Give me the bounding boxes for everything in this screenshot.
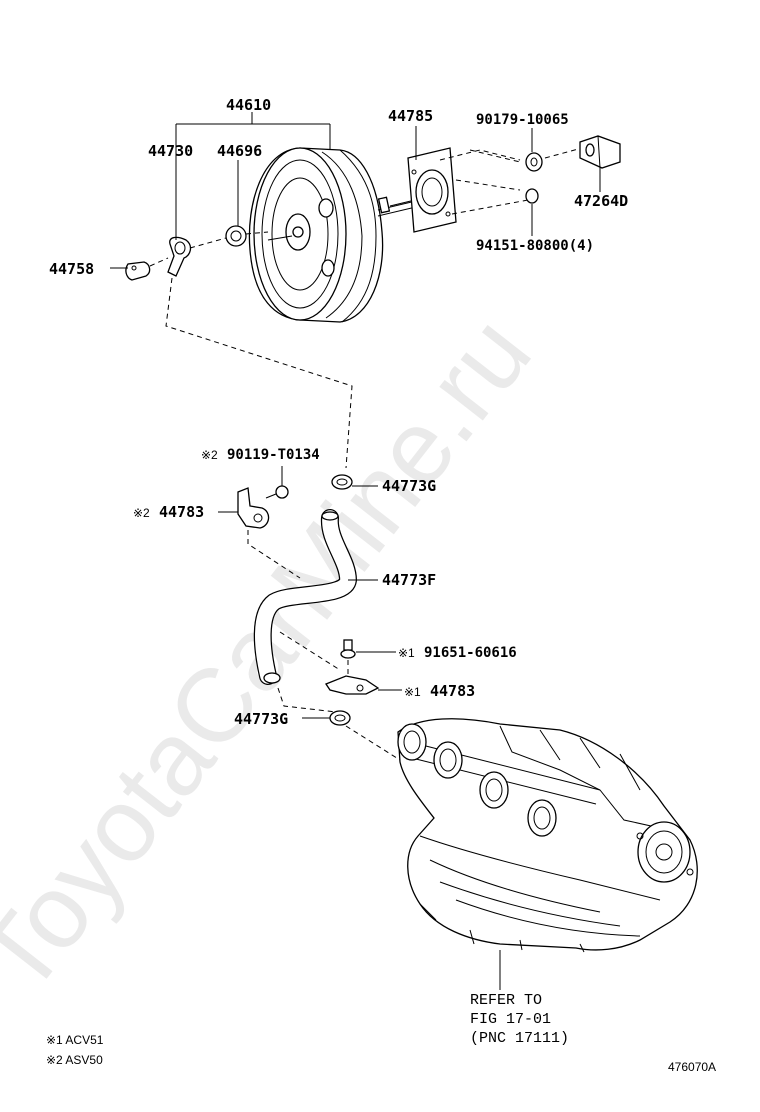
footnote-1: ※1 ACV51 [46, 1033, 104, 1047]
mark-bracket-acv: ※1 [404, 685, 421, 699]
label-booster-assembly: 44610 [226, 96, 271, 114]
leader-lines [110, 112, 601, 990]
label-bolt-90119: 90119-T0134 [227, 447, 320, 463]
label-bracket-acv: 44783 [430, 682, 475, 700]
clevis-47264d [544, 135, 621, 169]
label-clip-94151: 94151-80800(4) [476, 238, 594, 254]
label-clip-44773g-lower: 44773G [234, 710, 288, 728]
intake-manifold [397, 718, 698, 953]
label-grommet: 44696 [217, 142, 262, 160]
clamp-44758 [125, 261, 151, 281]
clip-44773g-lower [329, 710, 351, 726]
label-nut-90179: 90179-10065 [476, 112, 569, 128]
label-hose: 44773F [382, 571, 436, 589]
refer-line-3: (PNC 17111) [470, 1030, 569, 1047]
label-clamp-44758: 44758 [49, 260, 94, 278]
clip-44773g-upper [331, 474, 353, 490]
nut-90179 [525, 152, 543, 172]
footnote-2: ※2 ASV50 [46, 1053, 103, 1067]
mark-bracket-asv: ※2 [133, 506, 150, 520]
mark-bolt-90119: ※2 [201, 448, 218, 462]
label-gasket: 44785 [388, 107, 433, 125]
bolt-90119 [265, 485, 289, 499]
diagram-id: 476070A [668, 1060, 716, 1074]
brake-booster [248, 147, 384, 323]
label-check-valve: 44730 [148, 142, 193, 160]
clip-94151 [525, 188, 539, 204]
label-clip-44773g-upper: 44773G [382, 477, 436, 495]
gasket [407, 147, 457, 233]
bolt-91651 [340, 639, 356, 659]
grommet [225, 225, 247, 247]
bracket-asv [237, 487, 270, 529]
mark-bolt-91651: ※1 [398, 646, 415, 660]
label-bolt-91651: 91651-60616 [424, 645, 517, 661]
label-bracket-asv: 44783 [159, 503, 204, 521]
check-valve [167, 236, 192, 277]
hose [253, 509, 358, 685]
label-clevis: 47264D [574, 192, 628, 210]
bracket-acv [325, 675, 380, 695]
refer-line-2: FIG 17-01 [470, 1011, 551, 1028]
refer-line-1: REFER TO [470, 992, 542, 1009]
